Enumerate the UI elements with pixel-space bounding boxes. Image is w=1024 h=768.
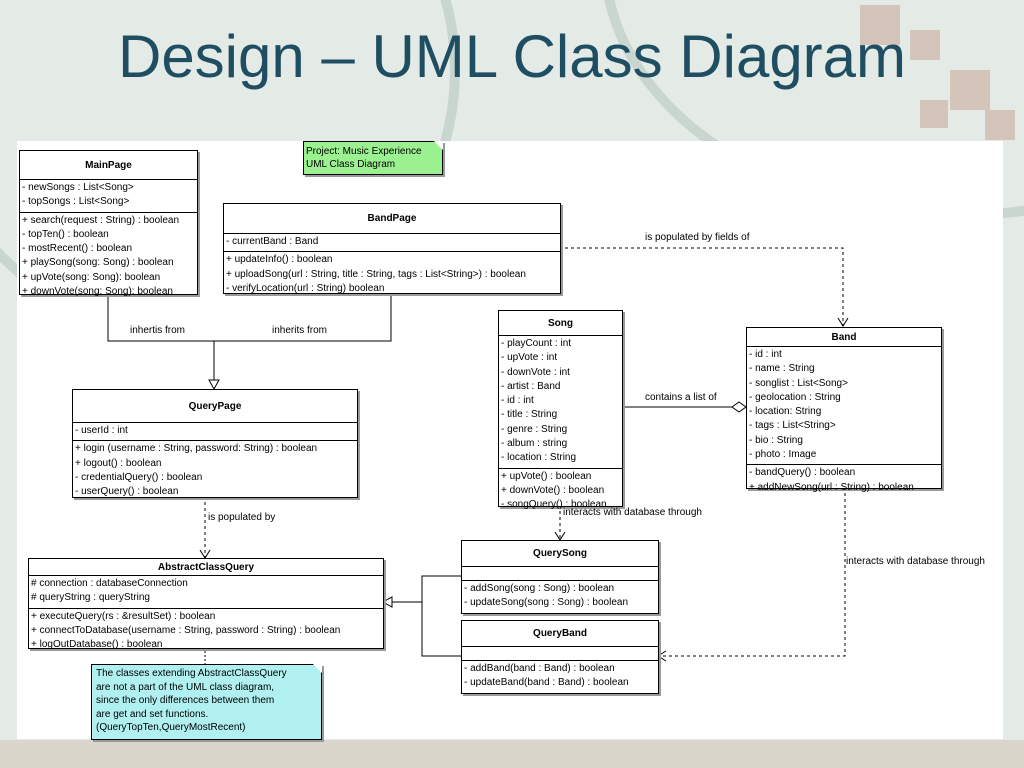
method: + connectToDatabase(username : String, p… bbox=[31, 624, 341, 636]
class-song: Song - playCount : int - upVote : int - … bbox=[498, 310, 623, 510]
methods-section: - bandQuery() : boolean + addNewSong(url… bbox=[747, 465, 941, 497]
method: + upVote() : boolean bbox=[501, 470, 592, 482]
method: + downVote() : boolean bbox=[501, 484, 605, 496]
method: + executeQuery(rs : &resultSet) : boolea… bbox=[31, 610, 216, 622]
class-name: AbstractClassQuery bbox=[29, 559, 383, 576]
method: - addBand(band : Band) : boolean bbox=[464, 663, 615, 674]
attributes-section: - currentBand : Band bbox=[224, 234, 560, 253]
attribute: - location : String bbox=[501, 452, 577, 464]
attribute: - id : int bbox=[501, 395, 534, 407]
attribute: - downVote : int bbox=[501, 366, 570, 378]
attribute: # connection : databaseConnection bbox=[31, 578, 188, 589]
method: + logout() : boolean bbox=[75, 457, 162, 469]
methods-section: - addBand(band : Band) : boolean - updat… bbox=[462, 661, 658, 693]
attribute: - currentBand : Band bbox=[226, 236, 319, 247]
attribute: - playCount : int bbox=[501, 338, 572, 349]
attributes-section: - userId : int bbox=[73, 423, 357, 442]
method: - addSong(song : Song) : boolean bbox=[464, 583, 615, 594]
project-note-line: Project: Music Experience bbox=[306, 146, 422, 157]
attribute: - album : string bbox=[501, 438, 568, 450]
method: - songQuery() : boolean bbox=[501, 499, 607, 511]
method: + login (username : String, password: St… bbox=[75, 443, 318, 455]
method: + addNewSong(url : String) : boolean bbox=[749, 481, 914, 493]
method: - bandQuery() : boolean bbox=[749, 467, 856, 479]
attributes-section bbox=[462, 567, 658, 581]
class-name: BandPage bbox=[224, 204, 560, 234]
class-name: QueryPage bbox=[73, 390, 357, 423]
method: - updateBand(band : Band) : boolean bbox=[464, 677, 629, 689]
abstract-note-line: are not a part of the UML class diagram, bbox=[96, 681, 275, 693]
label-inherits-mainpage: inhertis from bbox=[130, 325, 186, 336]
abstract-note: The classes extending AbstractClassQuery… bbox=[91, 664, 322, 740]
attributes-section bbox=[462, 647, 658, 661]
label-populated-by: is populated by bbox=[208, 512, 276, 523]
label-inherits-bandpage: inherits from bbox=[272, 325, 328, 336]
methods-section: + login (username : String, password: St… bbox=[73, 441, 357, 501]
method: + upVote(song: Song): boolean bbox=[22, 271, 161, 283]
attribute: # queryString : queryString bbox=[31, 592, 150, 604]
attribute: - location: String bbox=[749, 406, 822, 418]
methods-section: + search(request : String) : boolean - t… bbox=[20, 213, 197, 302]
attribute: - tags : List<String> bbox=[749, 420, 836, 432]
project-note-line: UML Class Diagram bbox=[306, 159, 396, 170]
method: - topTen() : boolean bbox=[22, 228, 109, 240]
attribute: - topSongs : List<Song> bbox=[22, 196, 130, 208]
abstract-note-line: are get and set functions. bbox=[96, 708, 209, 720]
attribute: - artist : Band bbox=[501, 380, 561, 392]
attributes-section: - playCount : int - upVote : int - downV… bbox=[499, 336, 622, 469]
label-band-interacts: interacts with database through bbox=[846, 556, 985, 567]
class-bandpage: BandPage - currentBand : Band + updateIn… bbox=[223, 203, 561, 294]
method: - verifyLocation(url : String) boolean bbox=[226, 282, 385, 294]
attribute: - upVote : int bbox=[501, 352, 558, 364]
class-name: QueryBand bbox=[462, 621, 658, 647]
attribute: - photo : Image bbox=[749, 449, 817, 461]
slide-title: Design – UML Class Diagram bbox=[117, 23, 907, 90]
attributes-section: # connection : databaseConnection # quer… bbox=[29, 576, 383, 609]
class-mainpage: MainPage - newSongs : List<Song> - topSo… bbox=[19, 150, 198, 297]
abstract-note-line: The classes extending AbstractClassQuery bbox=[96, 668, 287, 679]
class-querysong: QuerySong - addSong(song : Song) : boole… bbox=[461, 540, 659, 614]
methods-section: + upVote() : boolean + downVote() : bool… bbox=[499, 469, 622, 515]
attribute: - userId : int bbox=[75, 425, 128, 436]
method: + logOutDatabase() : boolean bbox=[31, 639, 163, 651]
method: - userQuery() : boolean bbox=[75, 486, 179, 498]
method: + search(request : String) : boolean bbox=[22, 214, 180, 226]
class-querypage: QueryPage - userId : int + login (userna… bbox=[72, 389, 358, 498]
class-name: Band bbox=[747, 328, 941, 347]
methods-section: - addSong(song : Song) : boolean - updat… bbox=[462, 581, 658, 613]
attributes-section: - newSongs : List<Song> - topSongs : Lis… bbox=[20, 180, 197, 213]
method: - mostRecent() : boolean bbox=[22, 243, 133, 255]
attribute: - title : String bbox=[501, 409, 558, 421]
attribute: - songlist : List<Song> bbox=[749, 377, 848, 389]
method: + updateInfo() : boolean bbox=[226, 254, 333, 266]
class-abstractclassquery: AbstractClassQuery # connection : databa… bbox=[28, 558, 384, 650]
method: + uploadSong(url : String, title : Strin… bbox=[226, 268, 526, 280]
method: + playSong(song: Song) : boolean bbox=[22, 257, 174, 269]
abstract-note-line: (QueryTopTen,QueryMostRecent) bbox=[96, 722, 246, 733]
class-name: Song bbox=[499, 311, 622, 336]
label-populated-by-fields: is populated by fields of bbox=[645, 232, 750, 243]
class-name: QuerySong bbox=[462, 541, 658, 567]
attribute: - name : String bbox=[749, 363, 815, 375]
method: - credentialQuery() : boolean bbox=[75, 471, 203, 483]
attributes-section: - id : int - name : String - songlist : … bbox=[747, 347, 941, 466]
label-song-interacts: interacts with database through bbox=[563, 507, 702, 518]
label-contains-list: contains a list of bbox=[645, 392, 717, 403]
methods-section: + executeQuery(rs : &resultSet) : boolea… bbox=[29, 609, 383, 655]
attribute: - geolocation : String bbox=[749, 391, 841, 403]
attribute: - genre : String bbox=[501, 423, 568, 435]
method: - updateSong(song : Song) : boolean bbox=[464, 597, 629, 609]
class-name: MainPage bbox=[20, 151, 197, 180]
method: + downVote(song: Song): boolean bbox=[22, 286, 173, 298]
project-note: Project: Music Experience UML Class Diag… bbox=[303, 141, 443, 175]
methods-section: + updateInfo() : boolean + uploadSong(ur… bbox=[224, 252, 560, 298]
attribute: - newSongs : List<Song> bbox=[22, 182, 134, 193]
abstract-note-line: since the only differences between them bbox=[96, 695, 275, 706]
class-queryband: QueryBand - addBand(band : Band) : boole… bbox=[461, 620, 659, 694]
attribute: - id : int bbox=[749, 349, 782, 360]
attribute: - bio : String bbox=[749, 434, 803, 446]
class-band: Band - id : int - name : String - songli… bbox=[746, 327, 942, 493]
